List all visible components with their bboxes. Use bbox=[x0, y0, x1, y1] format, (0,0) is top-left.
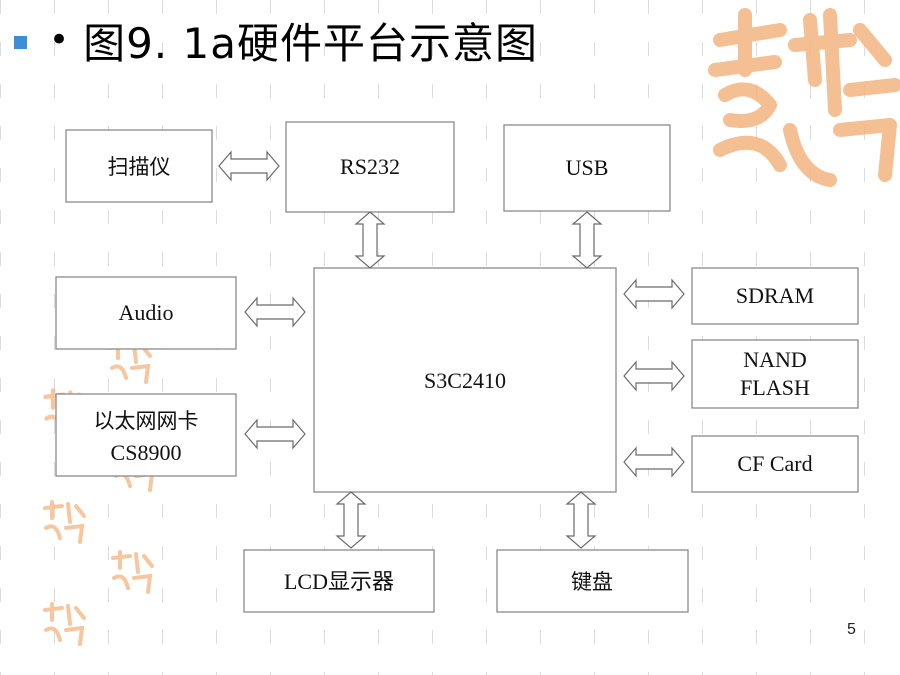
slide-title: 图9. 1a硬件平台示意图 bbox=[83, 18, 538, 68]
sdram-box bbox=[691, 267, 859, 325]
bullet-dot-icon: • bbox=[49, 20, 70, 60]
slide-title-row: • 图9. 1a硬件平台示意图 bbox=[14, 10, 538, 70]
bullet-square-icon bbox=[14, 35, 27, 49]
scanner-box bbox=[65, 129, 213, 203]
ethernet-label-line2: CS8900 bbox=[111, 440, 182, 465]
scanner-label: 扫描仪 bbox=[108, 155, 171, 179]
cpu-box bbox=[313, 267, 617, 493]
lcd-label: LCD显示器 bbox=[284, 569, 394, 594]
keyboard-label: 键盘 bbox=[571, 570, 613, 594]
ethernet-cpu-arrow bbox=[244, 419, 306, 449]
nand-label-line2: FLASH bbox=[740, 375, 810, 400]
cpu-lcd-arrow bbox=[336, 491, 366, 549]
keyboard-box bbox=[496, 549, 689, 613]
small-seal-icon bbox=[43, 602, 86, 646]
cf-card-box bbox=[691, 435, 859, 493]
cf-card-label: CF Card bbox=[737, 451, 812, 476]
audio-box bbox=[55, 276, 237, 350]
cpu-label: S3C2410 bbox=[424, 368, 506, 393]
sdram-label: SDRAM bbox=[736, 283, 814, 308]
ethernet-label-line1: 以太网网卡 bbox=[94, 409, 199, 433]
nand-flash-box bbox=[691, 339, 859, 409]
usb-label: USB bbox=[566, 155, 609, 180]
usb-cpu-arrow bbox=[572, 211, 602, 269]
lcd-box bbox=[243, 549, 435, 613]
nand-label-line1: NAND bbox=[743, 347, 807, 372]
cpu-cf-card-arrow bbox=[623, 447, 685, 477]
scanner-rs232-arrow bbox=[218, 151, 280, 181]
rs232-cpu-arrow bbox=[355, 211, 385, 269]
page-number: 5 bbox=[847, 621, 856, 638]
small-seal-icon bbox=[111, 550, 154, 594]
cpu-sdram-arrow bbox=[623, 279, 685, 309]
cpu-keyboard-arrow bbox=[566, 491, 596, 549]
small-seal-icon bbox=[43, 500, 86, 544]
usb-box bbox=[503, 124, 671, 212]
seal-watermark-icon bbox=[708, 8, 900, 187]
ethernet-box bbox=[55, 393, 237, 477]
audio-cpu-arrow bbox=[244, 297, 306, 327]
audio-label: Audio bbox=[119, 300, 174, 325]
rs232-label: RS232 bbox=[340, 154, 400, 179]
rs232-box bbox=[285, 121, 455, 213]
cpu-nand-arrow bbox=[623, 361, 685, 391]
